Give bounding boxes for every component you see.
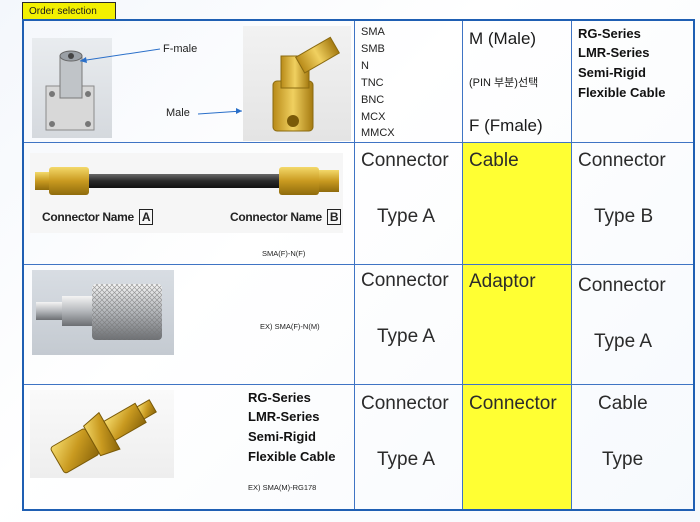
adaptor-photo: [32, 270, 174, 355]
row3-col3-cell: Connector Type A: [572, 265, 693, 385]
row3-col3-line1: Connector: [578, 275, 666, 296]
connector-letter-a: A: [138, 209, 154, 225]
row3-col1-line2: Type A: [377, 326, 436, 347]
row1-gender-cell: M (Male) (PIN 부분)선택 F (Fmale): [463, 21, 572, 143]
adaptor-icon: [36, 284, 162, 340]
row4-col2: Connector: [469, 393, 557, 414]
row1-cable-types-cell: RG-Series LMR-Series Semi-Rigid Flexible…: [572, 21, 693, 143]
row4-cable-type-lmr: LMR-Series: [248, 409, 320, 424]
row4-col2-cell: Connector: [463, 385, 572, 509]
row2-example: SMA(F)-N(F): [262, 249, 306, 258]
row2-col3-line1: Connector: [578, 150, 666, 171]
connector-type-mmcx: MMCX: [361, 127, 395, 139]
connector-type-bnc: BNC: [361, 94, 385, 106]
connector-type-smb: SMB: [361, 43, 385, 55]
row3-col2-cell: Adaptor: [463, 265, 572, 385]
connector-type-sma: SMA: [361, 26, 385, 38]
row4-example: EX) SMA(M)-RG178: [248, 483, 317, 492]
row1-connector-types-cell: SMA SMB N TNC BNC MCX MMCX: [355, 21, 463, 143]
row1-image-cell: F-male Male: [24, 21, 355, 143]
row4-col3-line2: Type: [602, 449, 644, 470]
female-flange-connector-photo: [32, 38, 112, 138]
order-table: F-male Male SMA SMB N TNC BNC MCX MMCX M…: [22, 19, 695, 511]
order-selection-title: Order selection: [22, 2, 116, 20]
male-label: Male: [166, 107, 190, 119]
row4-col3-cell: Cable Type: [572, 385, 693, 509]
male-right-angle-connector-photo: [243, 26, 351, 141]
row2-col2: Cable: [469, 150, 519, 171]
straight-connector-photo: [30, 390, 174, 478]
row4-col1-line1: Connector: [361, 393, 449, 414]
row2-col1-line1: Connector: [361, 150, 449, 171]
row3-example: EX) SMA(F)-N(M): [260, 322, 320, 331]
row3-col2: Adaptor: [469, 271, 536, 292]
row4-col1-line2: Type A: [377, 449, 436, 470]
row2-col1-cell: Connector Type A: [355, 143, 463, 265]
female-connector-icon: [45, 50, 95, 131]
row4-cable-type-flexible: Flexible Cable: [248, 449, 336, 464]
connector-name-b-text: Connector Name: [230, 210, 322, 224]
straight-connector-icon: [50, 399, 157, 474]
row4-image-cell: RG-Series LMR-Series Semi-Rigid Flexible…: [24, 385, 355, 509]
connector-letter-b: B: [326, 209, 342, 225]
gender-note: (PIN 부분)선택: [469, 77, 539, 89]
cable-assembly-icon: [35, 167, 339, 195]
connector-type-mcx: MCX: [361, 111, 386, 123]
pointer-arrows: [79, 48, 243, 115]
row3-col1-cell: Connector Type A: [355, 265, 463, 385]
connector-name-a-text: Connector Name: [42, 210, 134, 224]
row2-col1-line2: Type A: [377, 206, 436, 227]
row4-col3-line1: Cable: [598, 393, 648, 414]
row2-col3-cell: Connector Type B: [572, 143, 693, 265]
row3-image-cell: EX) SMA(F)-N(M): [24, 265, 355, 385]
row2-image-cell: Connector Name A Connector Name B SMA(F)…: [24, 143, 355, 265]
cable-assembly-photo: Connector Name A Connector Name B: [30, 153, 343, 233]
connector-name-a-label: Connector Name A: [42, 209, 154, 225]
connector-type-n: N: [361, 60, 369, 72]
cable-type-flexible: Flexible Cable: [578, 85, 666, 100]
row4-col1-cell: Connector Type A: [355, 385, 463, 509]
row3-col3-line2: Type A: [594, 331, 653, 352]
cable-type-semirigid: Semi-Rigid: [578, 65, 646, 80]
connector-name-b-label: Connector Name B: [230, 209, 342, 225]
male-connector-icon: [272, 36, 341, 132]
row2-col2-cell: Cable: [463, 143, 572, 265]
row2-col3-line2: Type B: [594, 206, 654, 227]
row4-cable-type-semirigid: Semi-Rigid: [248, 429, 316, 444]
row3-col1-line1: Connector: [361, 270, 449, 291]
gender-male: M (Male): [469, 29, 537, 48]
gender-female: F (Fmale): [469, 116, 543, 135]
row4-cable-type-rg: RG-Series: [248, 390, 311, 405]
f-male-label: F-male: [163, 43, 198, 55]
cable-type-rg: RG-Series: [578, 26, 641, 41]
connector-type-tnc: TNC: [361, 77, 384, 89]
cable-type-lmr: LMR-Series: [578, 45, 650, 60]
